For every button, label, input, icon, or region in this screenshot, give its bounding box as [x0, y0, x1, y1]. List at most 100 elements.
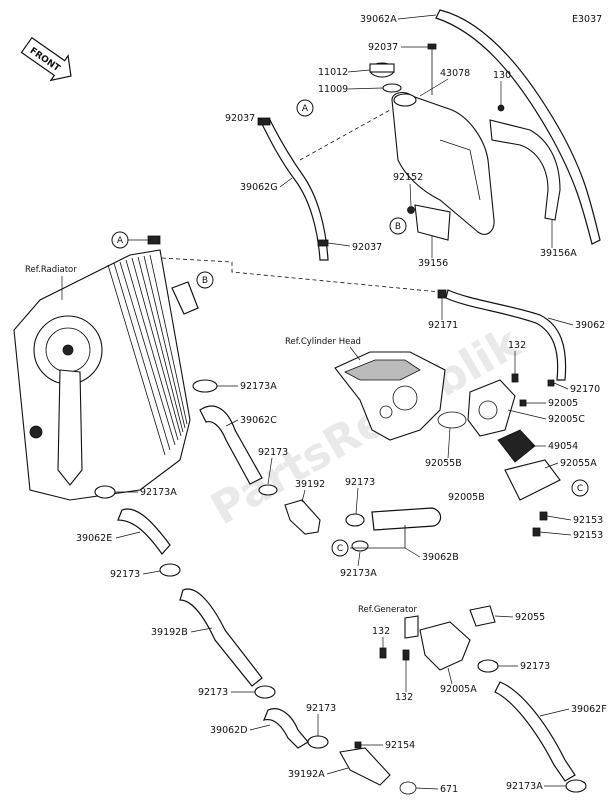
svg-text:39192A: 39192A	[288, 769, 325, 780]
clamp-92173a-bot	[565, 779, 587, 793]
bolt-92154	[354, 741, 362, 749]
fitting-92005a	[419, 621, 471, 671]
hose-39192b	[179, 588, 263, 687]
front-arrow-icon: FRONT	[20, 36, 72, 82]
label-39062b: 39062B	[404, 547, 459, 563]
bolt-92153-b	[532, 527, 541, 537]
label-39156a: 39156A	[540, 220, 577, 259]
label-92173a-left: 92173A	[115, 487, 177, 498]
label-92173-e: 92173	[198, 687, 255, 698]
label-39062f: 39062F	[539, 704, 607, 717]
label-39062c: 39062C	[225, 415, 277, 427]
fitting-a	[147, 235, 161, 245]
radiator-body	[13, 249, 191, 501]
hose-39062b	[371, 507, 442, 531]
hose-39062	[445, 289, 567, 381]
svg-text:39062A: 39062A	[360, 14, 397, 25]
label-92005c: 92005C	[507, 409, 585, 425]
label-39062g: 39062G	[240, 177, 293, 193]
svg-text:92173A: 92173A	[140, 487, 177, 498]
cylinder-head-port	[392, 385, 418, 411]
ref-cylinder-head: Ref.Cylinder Head	[285, 337, 361, 347]
label-39192a: 39192A	[288, 767, 349, 780]
callout-c-2-text: C	[337, 544, 343, 554]
leader-ref-cylinder-head	[349, 346, 361, 361]
label-92173-d: 92173	[498, 661, 550, 672]
callout-b-1-text: B	[395, 222, 401, 232]
svg-text:39062: 39062	[575, 320, 605, 331]
label-92173-f: 92173	[306, 703, 336, 736]
radiator-cap-left	[29, 425, 43, 439]
label-92005: 92005	[526, 398, 578, 409]
clamp-92173a-mid	[351, 540, 369, 552]
svg-text:39062G: 39062G	[240, 182, 278, 193]
housing-port	[478, 400, 498, 420]
label-39062: 39062	[547, 317, 605, 331]
svg-text:92173: 92173	[198, 687, 228, 698]
pipe-39192a	[339, 747, 391, 786]
label-39192: 39192	[295, 479, 325, 503]
clamp-92037-left	[257, 117, 271, 126]
svg-text:92055: 92055	[515, 612, 545, 623]
svg-text:39062F: 39062F	[571, 704, 607, 715]
label-92005a: 92005A	[440, 667, 477, 695]
label-92152: 92152	[393, 172, 423, 207]
collar-92152	[407, 206, 415, 214]
hose-39062d	[263, 708, 309, 749]
label-92173a-bot: 92173A	[506, 781, 566, 792]
hose-b-stub	[171, 281, 199, 315]
label-11012: 11012	[318, 67, 371, 78]
svg-text:92037: 92037	[352, 242, 382, 253]
hose-39062e	[117, 508, 171, 555]
bolt-132-low	[402, 649, 410, 661]
svg-text:11012: 11012	[318, 67, 348, 78]
svg-text:92173: 92173	[520, 661, 550, 672]
hose-39062a	[435, 9, 601, 245]
ref-radiator: Ref.Radiator	[25, 265, 77, 275]
clamp-92173-e	[254, 685, 276, 699]
svg-text:132: 132	[372, 626, 390, 637]
svg-text:92055B: 92055B	[425, 458, 462, 469]
label-11009: 11009	[318, 84, 384, 95]
label-132-low: 132	[395, 660, 413, 703]
svg-text:39062D: 39062D	[210, 725, 248, 736]
callout-c-1-text: C	[577, 484, 583, 494]
housing-92005c	[467, 379, 516, 437]
label-671: 671	[415, 784, 458, 795]
svg-text:39192B: 39192B	[151, 627, 188, 638]
label-132-top: 132	[508, 340, 526, 374]
svg-text:92173: 92173	[258, 447, 288, 458]
svg-text:92055A: 92055A	[560, 458, 597, 469]
dashed-guide-1	[299, 109, 391, 161]
cover-92055a	[504, 459, 561, 501]
shield-39156a	[489, 119, 561, 221]
label-92037-left: 92037	[225, 113, 263, 124]
svg-text:92005A: 92005A	[440, 684, 477, 695]
clamp-92037-mid	[317, 239, 329, 247]
svg-text:132: 132	[508, 340, 526, 351]
cylinder-head-hole	[379, 405, 393, 419]
oring-671	[399, 781, 417, 795]
svg-text:92173: 92173	[345, 477, 375, 488]
svg-text:39062B: 39062B	[422, 552, 459, 563]
svg-text:39192: 39192	[295, 479, 325, 490]
label-130: 130	[493, 70, 511, 105]
svg-text:39062C: 39062C	[240, 415, 277, 426]
clamp-92173a-left	[94, 485, 116, 499]
svg-text:39156A: 39156A	[540, 248, 577, 259]
clamp-92171	[437, 289, 447, 299]
label-92154: 92154	[361, 740, 415, 751]
clamp-92173-b	[345, 513, 365, 527]
bracket-39156	[414, 204, 451, 241]
svg-text:39062E: 39062E	[76, 533, 112, 544]
label-92055b: 92055B	[425, 427, 462, 469]
svg-text:39156: 39156	[418, 258, 448, 269]
reservoir-edge	[439, 139, 481, 201]
svg-text:132: 132	[395, 692, 413, 703]
callout-a-1-text: A	[117, 236, 124, 246]
bolt-132-mid	[379, 647, 387, 659]
callout-c-2	[331, 539, 349, 557]
svg-text:49054: 49054	[548, 441, 578, 452]
